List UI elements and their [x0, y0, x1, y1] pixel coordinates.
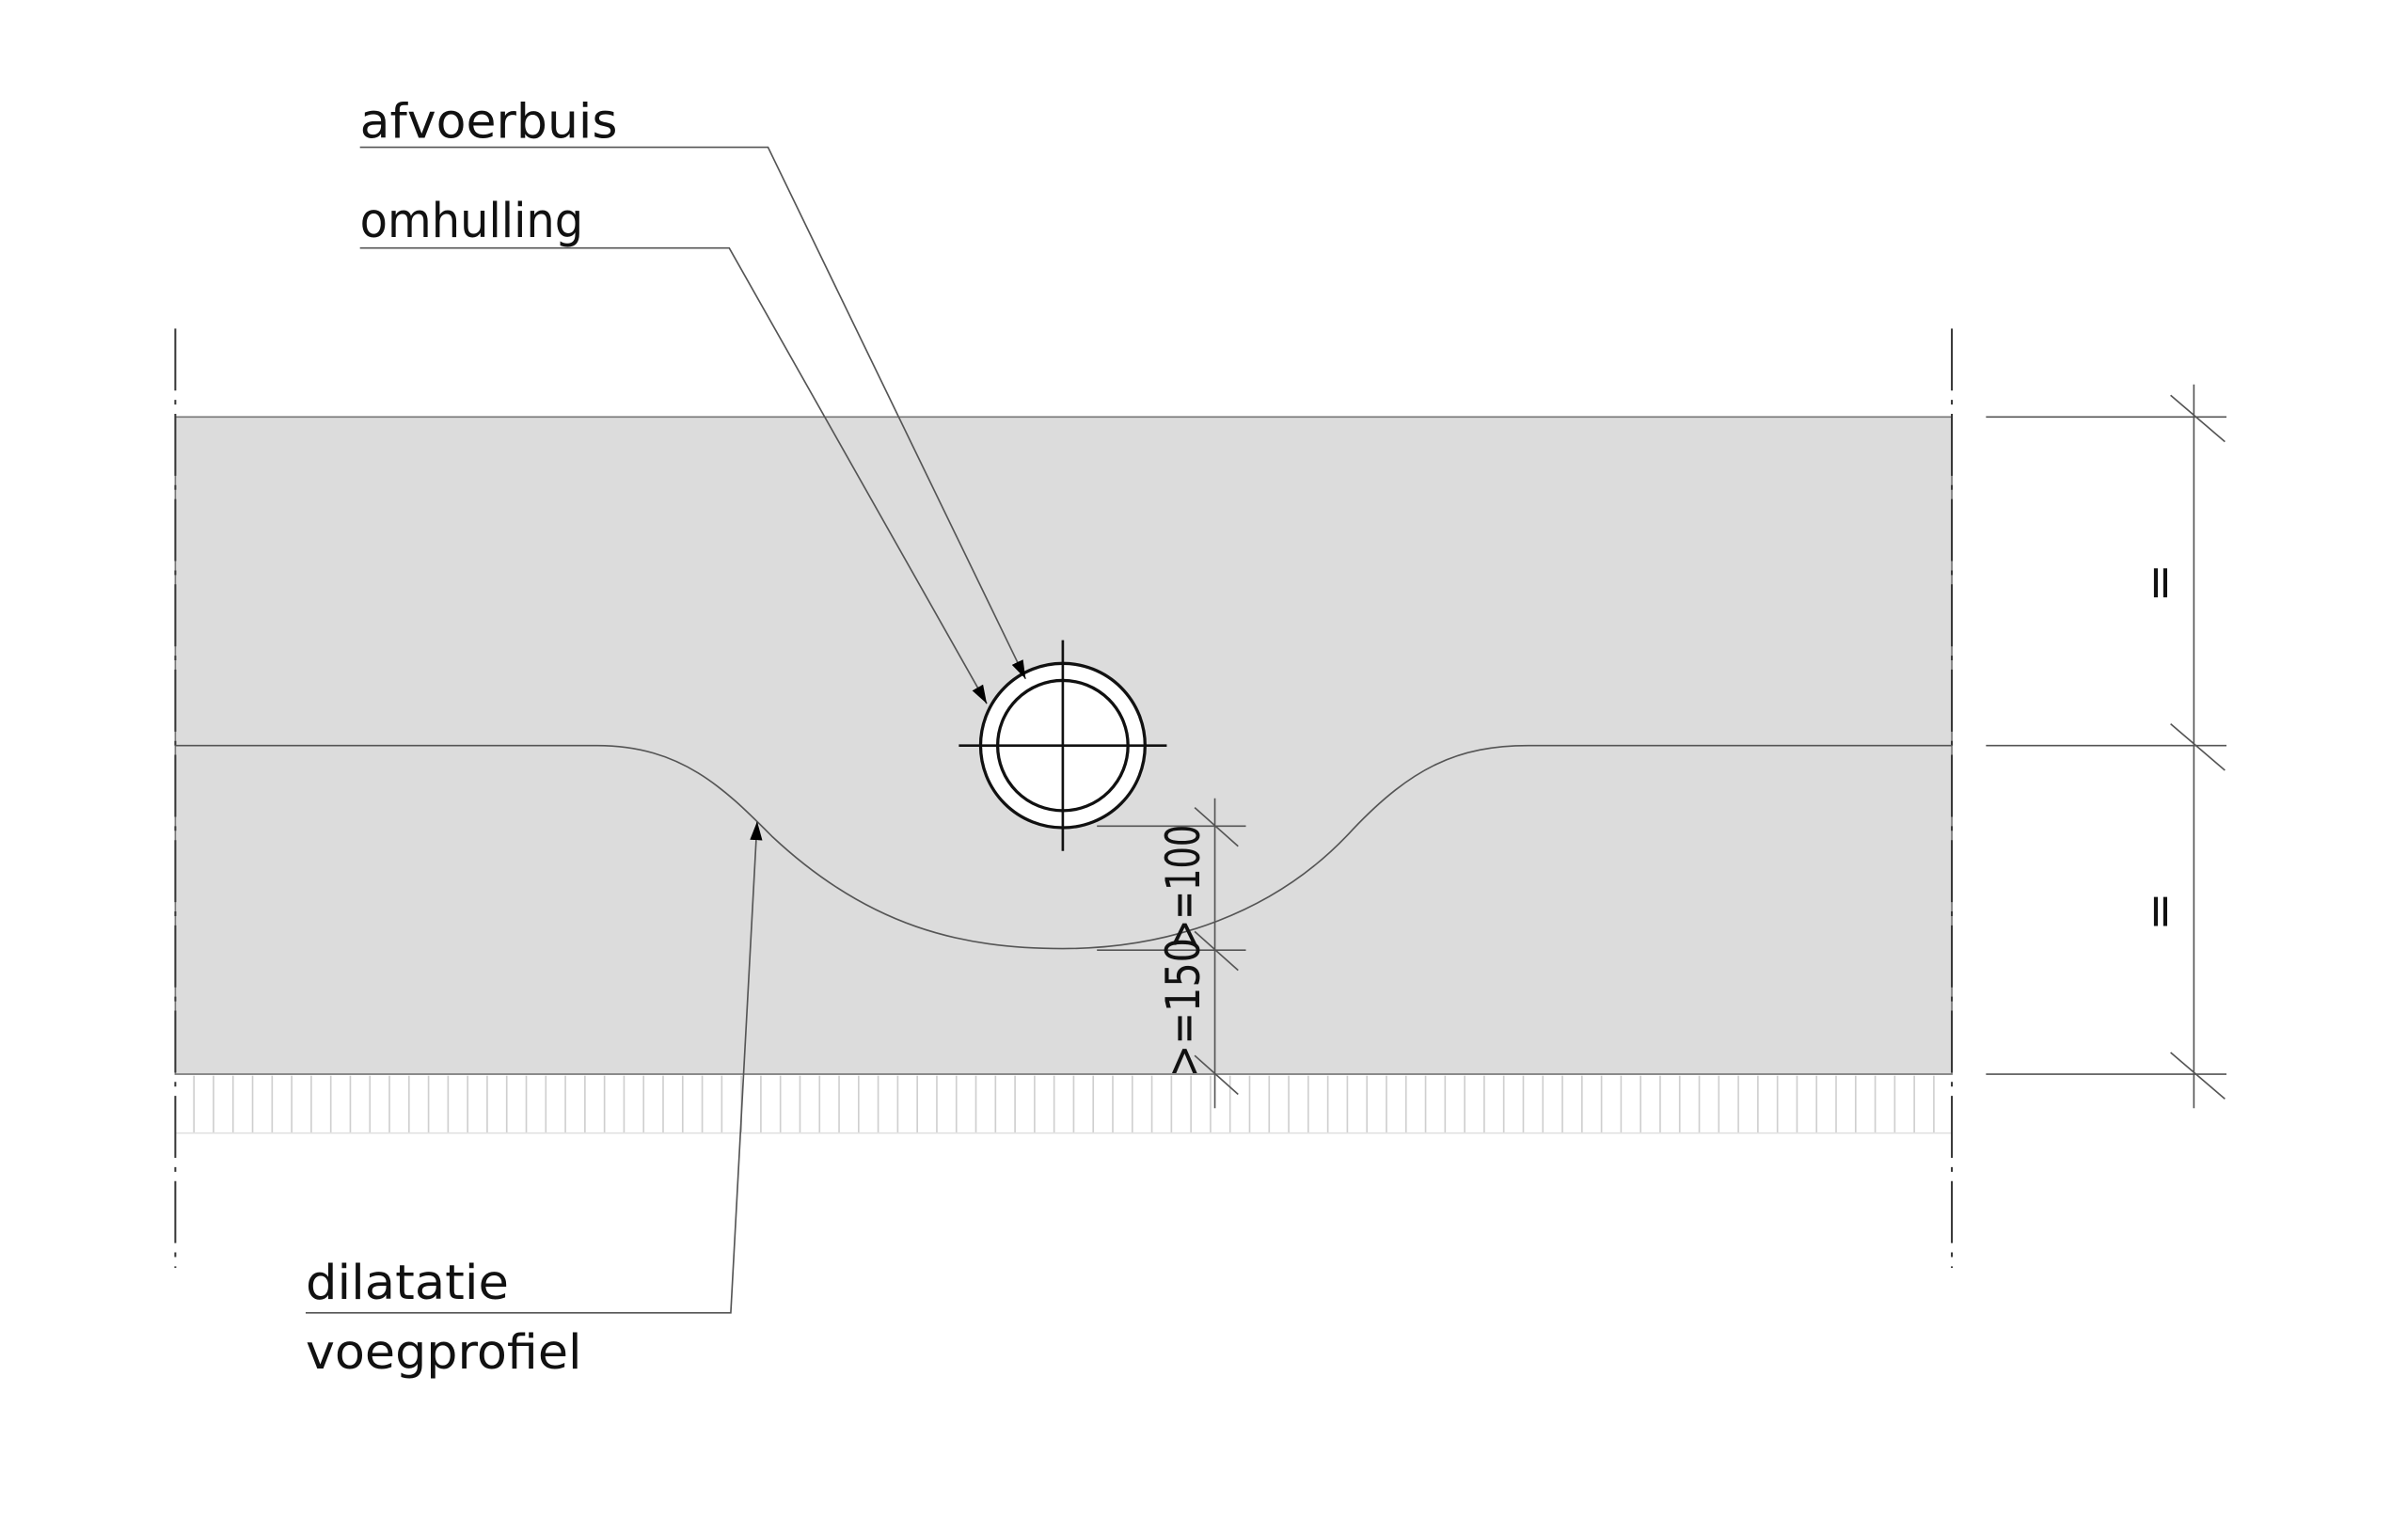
dimension-equal-bottom: =	[2132, 892, 2187, 930]
dilatation-joint-profile	[175, 744, 1953, 950]
cover-dimension	[1097, 798, 1246, 1109]
dimension-min-150: >=150	[1156, 938, 1211, 1077]
label-omhulling: omhulling	[360, 194, 584, 249]
dimension-equal-top: =	[2132, 563, 2187, 602]
dimension-min-100: >=100	[1156, 825, 1211, 949]
label-voegprofiel: voegprofiel	[306, 1325, 582, 1381]
thickness-dimension	[1986, 384, 2227, 1109]
label-afvoerbuis: afvoerbuis	[360, 95, 618, 150]
leader-omhulling: omhulling	[359, 194, 988, 704]
label-dilatatie: dilatatie	[306, 1256, 509, 1311]
hatch-strip	[193, 1075, 1935, 1133]
leader-afvoerbuis: afvoerbuis	[359, 95, 1027, 680]
leader-dilatatie: dilatatie voegprofiel	[305, 821, 763, 1381]
